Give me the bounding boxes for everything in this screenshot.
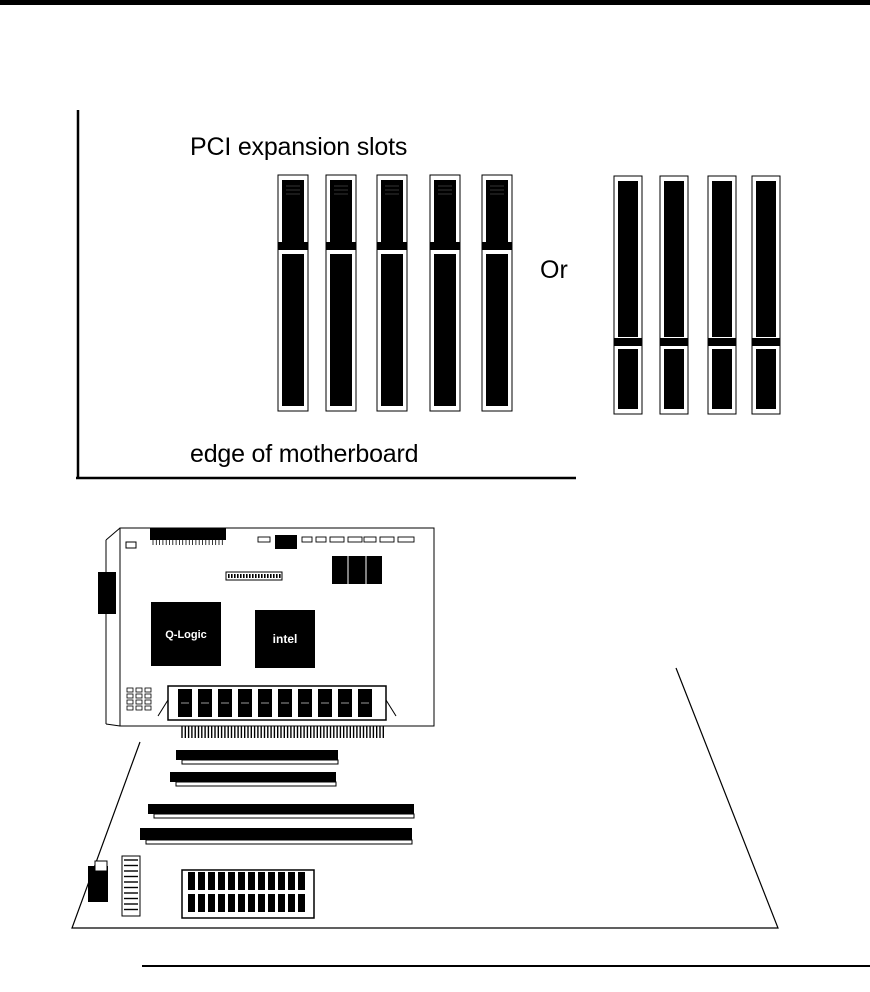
- card-edge-fingers: [182, 726, 383, 738]
- bottom-left-connector: [122, 856, 140, 916]
- card-bracket-top: [106, 528, 120, 540]
- page-bottom-rule: [142, 965, 870, 967]
- qlogic-chip-label: Q-Logic: [165, 629, 207, 641]
- card-bracket-bottom: [106, 724, 120, 726]
- config-header: [275, 535, 297, 549]
- motherboard-slot-4: [140, 828, 412, 844]
- motherboard-slot-2: [170, 772, 336, 786]
- intel-chip-label: intel: [273, 632, 298, 646]
- motherboard-slot-1: [176, 750, 338, 764]
- external-scsi-connector: [98, 572, 116, 614]
- motherboard-slots: [140, 750, 414, 844]
- internal-scsi-connector: [150, 528, 226, 540]
- black-component: [332, 556, 382, 584]
- motherboard-slot-3: [148, 804, 414, 818]
- card-jumper: [126, 542, 136, 548]
